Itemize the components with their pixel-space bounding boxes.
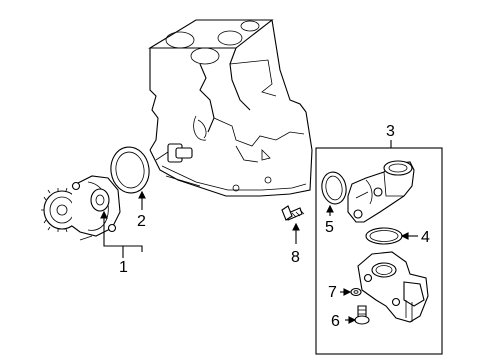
o-ring-small (321, 171, 347, 216)
screw (345, 305, 370, 325)
engine-block (148, 19, 313, 197)
washer (340, 287, 362, 297)
detail-box (315, 140, 443, 355)
callout-2: 2 (137, 213, 146, 230)
callout-3: 3 (386, 123, 395, 140)
leader-lines-1-2 (100, 190, 146, 258)
o-ring-flat (365, 227, 418, 245)
callout-4: 4 (421, 229, 430, 246)
callout-1: 1 (119, 259, 128, 276)
callout-8: 8 (291, 249, 300, 266)
gasket-ring (110, 146, 150, 194)
callout-6: 6 (331, 313, 340, 330)
coolant-flange (357, 251, 429, 323)
callout-7: 7 (328, 284, 337, 301)
thermostat-housing (347, 160, 415, 223)
water-pump (41, 175, 121, 241)
bolt (281, 205, 305, 244)
callout-5: 5 (325, 219, 334, 236)
